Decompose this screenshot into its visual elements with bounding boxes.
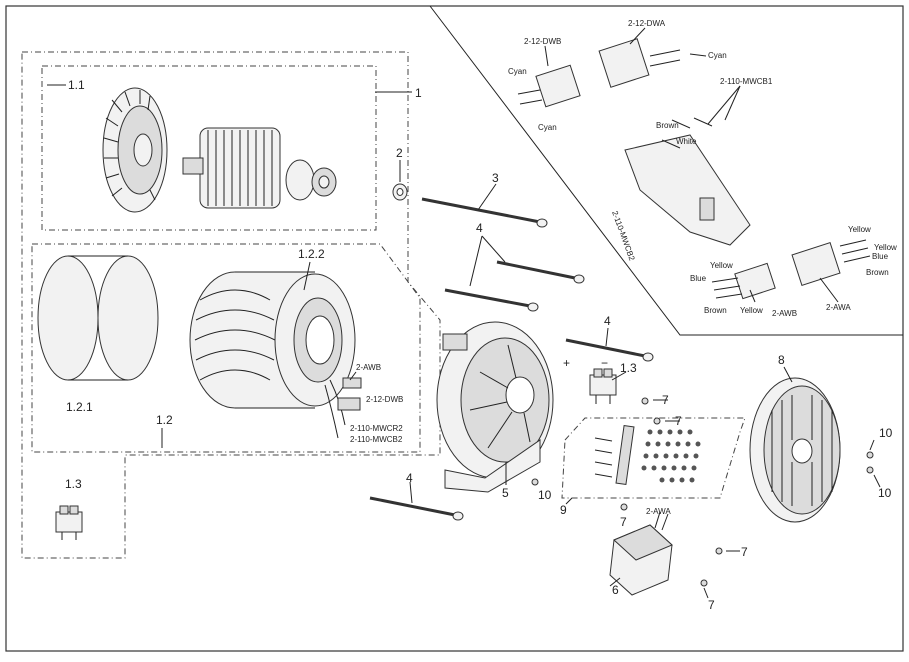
inset-label-2-awb: 2-AWB — [772, 309, 797, 318]
group-1-boundary — [21, 51, 441, 559]
callout-7-a: 7 — [662, 393, 669, 407]
inset-label-2-110-mwcb2: 2-110-MWCB2 — [610, 210, 637, 263]
washer — [392, 183, 408, 201]
stator-sleeve — [37, 255, 159, 381]
callout-10-c: 10 — [878, 486, 892, 500]
callout-1-2-2: 1.2.2 — [298, 247, 325, 261]
wire-label-2-12-dwb: 2-12-DWB — [366, 395, 403, 404]
inset-yellow-c: Yellow — [710, 261, 733, 270]
rotor-core — [182, 127, 337, 209]
inset-brown-c: Brown — [704, 306, 727, 315]
callout-6: 6 — [612, 583, 619, 597]
inset-cyan-left: Cyan — [508, 67, 527, 76]
inset-label-2-12-dwa: 2-12-DWA — [628, 19, 666, 28]
group-1-2-boundary — [31, 243, 421, 453]
callout-3: 3 — [492, 171, 499, 185]
callout-1-3-right: 1.3 — [620, 361, 637, 375]
callout-1-3-left: 1.3 — [65, 477, 82, 491]
stator-winding — [189, 271, 362, 439]
inset-leaders — [544, 27, 839, 303]
callout-1-1: 1.1 — [68, 78, 85, 92]
callout-7-c: 7 — [620, 515, 627, 529]
outer-frame — [5, 5, 904, 652]
inset-white: White — [676, 137, 697, 146]
terminal-block-left — [55, 505, 83, 540]
callout-4-upper: 4 — [476, 221, 483, 235]
leader-lines — [47, 84, 881, 599]
inset-brown-a: Brown — [656, 121, 679, 130]
plus-sign: + — [563, 356, 570, 370]
bolt-3 — [421, 197, 548, 228]
inset-blue-b: Blue — [690, 274, 707, 283]
inset-brown-b: Brown — [866, 268, 889, 277]
callout-10-b: 10 — [538, 488, 552, 502]
wire-label-2-110-mwcb2: 2-110-MWCB2 — [350, 435, 403, 444]
wire-label-2-110-mwcr2: 2-110-MWCR2 — [350, 424, 403, 433]
wire-leader-2-awb — [349, 371, 357, 381]
avr-module — [609, 511, 673, 596]
callout-1-2-1: 1.2.1 — [66, 400, 93, 414]
bolt-4-right — [565, 338, 654, 362]
hardware-kit-boundary — [561, 417, 746, 499]
callout-2: 2 — [396, 146, 403, 160]
end-bell-housing — [436, 321, 554, 493]
inset-divider — [429, 5, 903, 336]
hardware-kit-parts — [594, 425, 701, 485]
end-cover — [749, 377, 841, 523]
inset-connectors — [517, 38, 871, 300]
inset-yellow-b: Yellow — [874, 243, 897, 252]
minus-sign: − — [601, 356, 608, 370]
wire-label-2-awb: 2-AWB — [356, 363, 381, 372]
callout-8: 8 — [778, 353, 785, 367]
inset-cyan-right: Cyan — [708, 51, 727, 60]
inset-yellow-a: Yellow — [848, 225, 871, 234]
bolt-4-mid — [444, 288, 539, 312]
callout-4-lower: 4 — [406, 471, 413, 485]
rotor-fan — [102, 87, 168, 213]
callout-10-a: 10 — [879, 426, 893, 440]
wire-label-2-awa-small: 2-AWA — [646, 507, 671, 516]
callout-9: 9 — [560, 503, 567, 517]
inset-label-2-110-mwcb1: 2-110-MWCB1 — [720, 77, 773, 86]
callout-7-e: 7 — [708, 598, 715, 612]
callout-1: 1 — [415, 86, 422, 100]
callout-4-right: 4 — [604, 314, 611, 328]
callout-1-2: 1.2 — [156, 413, 173, 427]
terminal-block-right — [589, 368, 617, 404]
callout-7-d: 7 — [741, 545, 748, 559]
inset-label-2-awa: 2-AWA — [826, 303, 851, 312]
inset-yellow-d: Yellow — [740, 306, 763, 315]
bolt-4-upper — [496, 260, 585, 284]
inset-label-2-12-dwb: 2-12-DWB — [524, 37, 561, 46]
inset-blue-a: Blue — [872, 252, 889, 261]
bolt-4-lower — [369, 496, 464, 521]
screws — [531, 397, 874, 587]
inset-cyan-bottom: Cyan — [538, 123, 557, 132]
callout-7-b: 7 — [675, 414, 682, 428]
callout-5: 5 — [502, 486, 509, 500]
group-1-1-boundary — [41, 65, 377, 231]
